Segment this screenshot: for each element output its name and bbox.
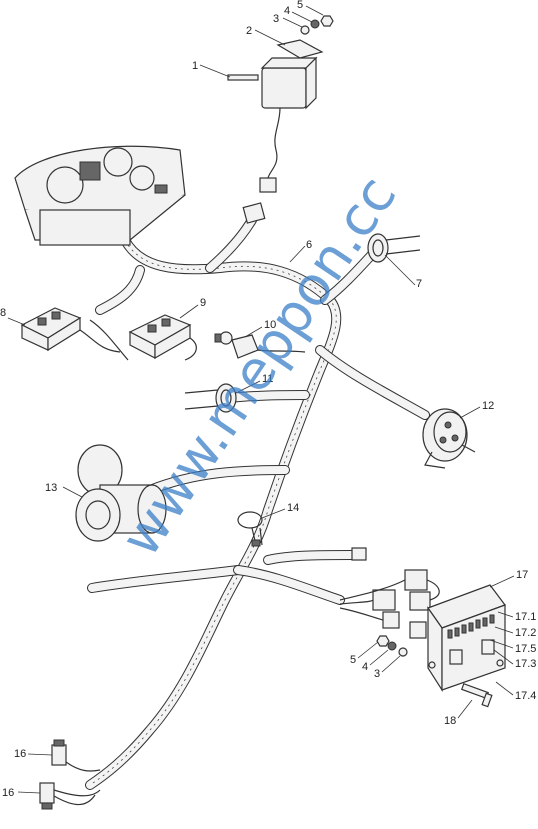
socket-12 <box>422 408 476 469</box>
connector <box>404 569 428 591</box>
cluster-connector <box>242 202 266 224</box>
callout-3: 3 <box>273 13 279 25</box>
callout-5: 5 <box>297 0 303 11</box>
connector <box>409 621 427 639</box>
watermark-text: www.meppon.cc <box>109 165 409 567</box>
warning-lamp-panel <box>79 161 101 181</box>
callout-1: 1 <box>192 60 198 72</box>
clip-14 <box>237 511 263 547</box>
gauge-dial <box>129 165 155 191</box>
relay-bracket <box>276 39 324 59</box>
speedometer-dial <box>46 166 84 204</box>
relay-bolt <box>227 74 259 81</box>
callout-17-4: 17.4 <box>515 690 536 702</box>
washer <box>398 647 408 657</box>
connector <box>382 611 400 629</box>
callout-14: 14 <box>287 502 299 514</box>
relay-assembly <box>227 15 334 193</box>
callout-2: 2 <box>246 25 252 37</box>
callout-17-1: 17.1 <box>515 611 536 623</box>
relay-slot <box>449 649 463 665</box>
callout-labels: 1 2 3 4 5 6 7 8 9 10 11 12 13 14 17 17.1… <box>0 0 536 799</box>
switch-9 <box>128 314 192 360</box>
bolt-18 <box>460 682 493 708</box>
callout-4-lower: 4 <box>362 661 368 673</box>
gauge-dial <box>103 147 133 177</box>
callout-13: 13 <box>45 482 57 494</box>
main-harness <box>85 215 430 790</box>
callout-16-upper: 16 <box>14 748 26 760</box>
callout-18: 18 <box>444 715 456 727</box>
connector <box>372 589 396 611</box>
callout-4: 4 <box>284 5 290 17</box>
callout-10: 10 <box>264 319 276 331</box>
spring-washer <box>310 19 320 29</box>
nut <box>376 635 390 647</box>
callout-17-3: 17.3 <box>515 658 536 670</box>
relay-slot <box>481 639 495 655</box>
callout-9: 9 <box>200 297 206 309</box>
relay-plug <box>259 177 277 193</box>
leader-lines <box>7 5 515 794</box>
callout-3-lower: 3 <box>374 668 380 680</box>
callout-16-lower: 16 <box>2 787 14 799</box>
callout-12: 12 <box>482 400 494 412</box>
switch-8 <box>20 307 82 352</box>
sensor-16-upper <box>51 739 101 772</box>
instrument-cluster <box>14 145 186 246</box>
callout-11: 11 <box>262 373 273 385</box>
nut <box>320 15 334 27</box>
callout-7: 7 <box>416 278 422 290</box>
power-socket-13 <box>75 444 167 542</box>
spring-washer <box>387 641 397 651</box>
callout-17-2: 17.2 <box>515 627 536 639</box>
washer <box>300 25 310 35</box>
connector <box>351 547 367 561</box>
connector <box>409 591 431 611</box>
callout-5-lower: 5 <box>350 654 356 666</box>
fuse-box-17 <box>427 584 506 693</box>
callout-8: 8 <box>0 307 6 319</box>
fuse-box-connectors <box>339 547 440 639</box>
relay <box>261 67 307 109</box>
callout-17: 17 <box>516 569 528 581</box>
fuse-row <box>447 614 495 639</box>
callout-17-5: 17.5 <box>515 643 536 655</box>
callout-6: 6 <box>306 239 312 251</box>
